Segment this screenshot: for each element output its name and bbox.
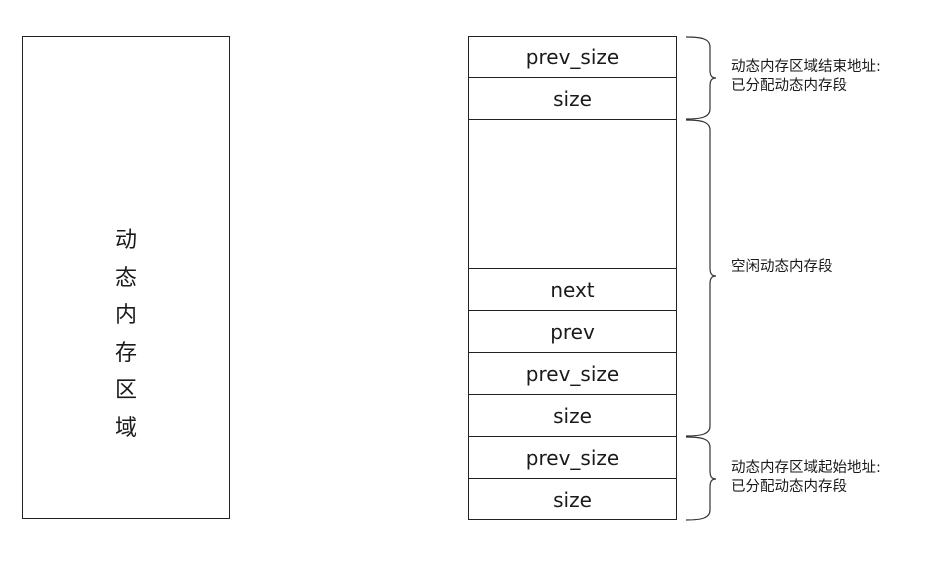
region-label-char: 存 <box>114 340 137 366</box>
top-block-prev-size-field: prev_size <box>469 37 676 78</box>
region-label-char: 区 <box>114 378 137 403</box>
memory-block-stack: prev_size size next prev prev_size size … <box>468 36 677 520</box>
top-annotation-line1: 动态内存区域结束地址: <box>731 59 881 75</box>
free-block-prev-field: prev <box>469 311 676 353</box>
bottom-block-prev-size-field: prev_size <box>469 437 676 479</box>
dynamic-memory-region-label: 动 态 内 存 区 域 <box>23 222 229 447</box>
region-label-char: 动 <box>114 228 137 253</box>
region-label-char: 态 <box>114 265 137 291</box>
top-annotation: 动态内存区域结束地址: 已分配动态内存段 <box>731 58 881 96</box>
free-block-size-field: size <box>469 395 676 437</box>
region-label-char: 域 <box>114 415 137 441</box>
bottom-annotation-line1: 动态内存区域起始地址: <box>731 460 881 476</box>
region-label-char: 内 <box>114 303 137 328</box>
bottom-annotation: 动态内存区域起始地址: 已分配动态内存段 <box>731 459 881 497</box>
dynamic-memory-region-box: 动 态 内 存 区 域 <box>22 36 230 519</box>
bottom-annotation-line2: 已分配动态内存段 <box>731 479 847 495</box>
middle-brace <box>685 119 717 437</box>
free-block-next-field: next <box>469 269 676 311</box>
top-block-size-field: size <box>469 78 676 120</box>
top-annotation-line2: 已分配动态内存段 <box>731 78 847 94</box>
middle-annotation-line1: 空闲动态内存段 <box>731 259 833 275</box>
top-brace <box>685 36 717 120</box>
free-block-prev-size-field: prev_size <box>469 353 676 395</box>
bottom-block-size-field: size <box>553 487 592 512</box>
bottom-brace <box>685 436 717 521</box>
free-block-data-area <box>469 120 676 269</box>
middle-annotation: 空闲动态内存段 <box>731 258 833 277</box>
